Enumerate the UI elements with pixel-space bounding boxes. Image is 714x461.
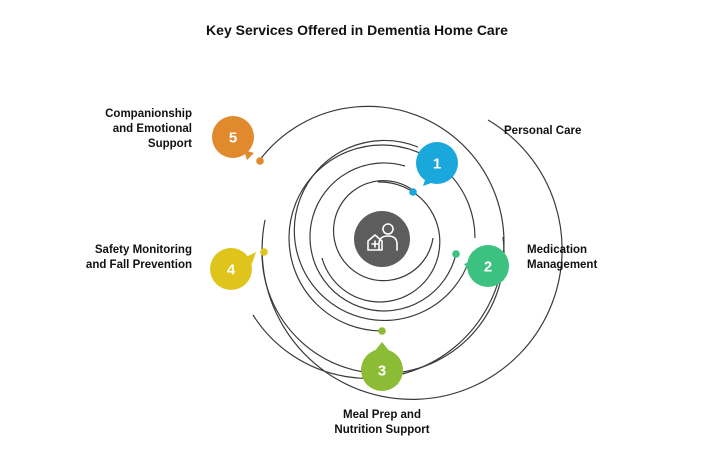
badge-3-number: 3 — [378, 363, 386, 380]
label-medication-management: Medication Management — [527, 244, 598, 271]
label-safety-monitoring: Safety Monitoring and Fall Prevention — [85, 244, 192, 271]
diagram-title: Key Services Offered in Dementia Home Ca… — [206, 22, 508, 38]
badge-1-number: 1 — [433, 156, 441, 173]
dot-5 — [256, 157, 264, 165]
dot-3 — [378, 327, 386, 335]
ring-3 — [309, 162, 457, 312]
dot-4 — [260, 248, 268, 256]
badge-5-number: 5 — [229, 130, 237, 147]
label-companionship: Companionship and Emotional Support — [105, 108, 192, 150]
badge-4-number: 4 — [227, 262, 236, 279]
label-meal-prep: Meal Prep and Nutrition Support — [334, 409, 430, 436]
badge-4: 4 — [210, 248, 256, 290]
badge-1: 1 — [416, 142, 458, 186]
label-personal-care: Personal Care — [504, 125, 582, 137]
ring-8 — [261, 119, 563, 400]
badge-3: 3 — [361, 342, 403, 391]
ring-1 — [332, 180, 434, 282]
rings — [252, 105, 563, 400]
home-care-person-icon — [367, 223, 398, 251]
badge-2: 2 — [464, 245, 509, 287]
center-circle — [354, 211, 410, 267]
dot-1 — [409, 188, 417, 196]
dot-2 — [452, 250, 460, 258]
ring-7 — [252, 105, 505, 379]
badge-2-number: 2 — [484, 259, 492, 276]
ring-4 — [293, 139, 471, 321]
badge-5: 5 — [212, 116, 254, 160]
